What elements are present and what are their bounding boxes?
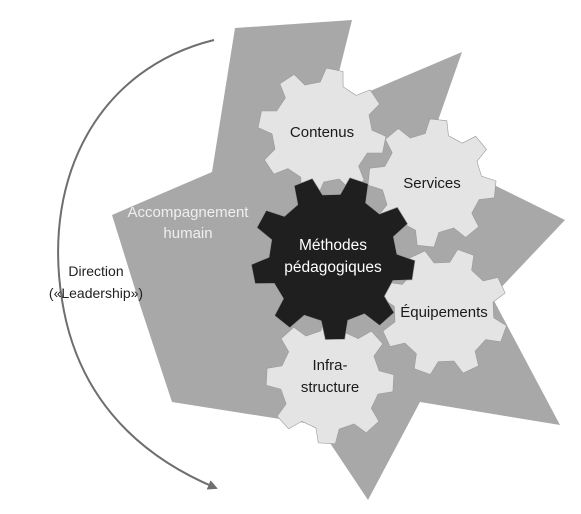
gear-infrastructure-label: Infra- — [312, 357, 347, 374]
gear-center-label: Méthodes — [299, 237, 367, 254]
outer-gear-label: Accompagnement — [128, 204, 250, 221]
gear-infrastructure-label-line2: structure — [301, 379, 359, 396]
gear-center — [250, 177, 416, 340]
outer-gear-label-line2: humain — [163, 225, 212, 242]
gear-services-label: Services — [403, 175, 461, 192]
direction-label: Direction — [68, 263, 123, 279]
gears-layer — [250, 67, 507, 445]
gear-contenus-label: Contenus — [290, 124, 354, 141]
direction-label-line2: («Leadership») — [49, 285, 143, 301]
gear-center-label-line2: pédagogiques — [284, 259, 382, 276]
gear-equipements — [381, 249, 507, 375]
direction-arrow — [57, 39, 218, 490]
gear-equipements-label: Équipements — [400, 304, 488, 321]
